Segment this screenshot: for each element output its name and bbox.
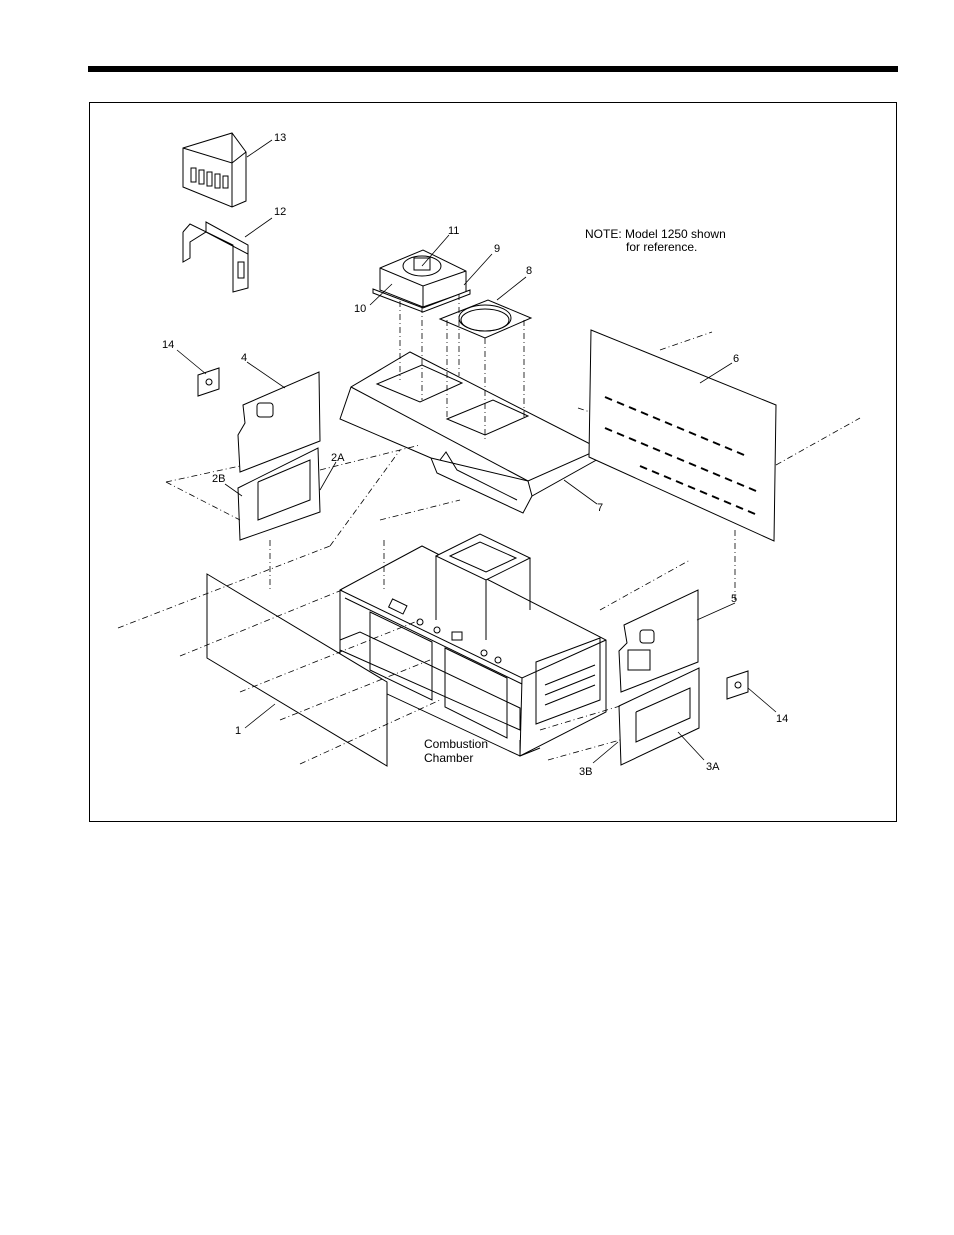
callout-7: 7 bbox=[597, 502, 603, 514]
callout-14-left: 14 bbox=[162, 339, 174, 351]
part-14-left-plate bbox=[198, 368, 219, 396]
callout-6: 6 bbox=[733, 353, 739, 365]
note-line-2: for reference. bbox=[626, 240, 697, 254]
callout-1: 1 bbox=[235, 725, 241, 737]
callout-3A: 3A bbox=[706, 761, 720, 773]
callout-13: 13 bbox=[274, 132, 286, 144]
part-14-right-plate bbox=[727, 671, 748, 699]
callout-2A: 2A bbox=[331, 452, 345, 464]
part-12-bracket bbox=[183, 222, 248, 292]
callout-10: 10 bbox=[354, 303, 366, 315]
callout-12: 12 bbox=[274, 206, 286, 218]
part-8-flue-adaptor bbox=[440, 300, 531, 338]
callout-5: 5 bbox=[731, 593, 737, 605]
combustion-chamber-label-2: Chamber bbox=[424, 751, 473, 765]
callout-14-right: 14 bbox=[776, 713, 788, 725]
callout-8: 8 bbox=[526, 265, 532, 277]
callout-2B: 2B bbox=[212, 473, 225, 485]
combustion-chamber-label-1: Combustion bbox=[424, 737, 488, 751]
callout-3B: 3B bbox=[579, 766, 592, 778]
callout-4: 4 bbox=[241, 352, 247, 364]
note-line-1: NOTE: Model 1250 shown bbox=[585, 227, 726, 241]
part-13-louvered-cover bbox=[183, 133, 246, 207]
part-7-top-hood bbox=[340, 352, 600, 513]
part-6-back-panel bbox=[589, 330, 776, 541]
callout-11: 11 bbox=[448, 225, 459, 237]
part-9-10-11-blower-box bbox=[373, 250, 470, 312]
callout-9: 9 bbox=[494, 243, 500, 255]
